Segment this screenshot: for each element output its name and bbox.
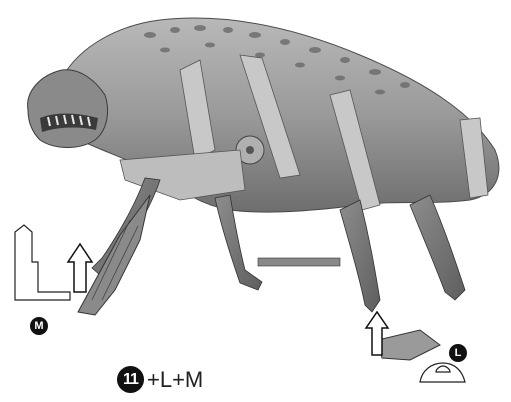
step-indicator: 11 +L+M — [117, 366, 203, 393]
back-leg-right — [410, 195, 465, 300]
part-m-piece — [78, 195, 150, 315]
step-number-badge: 11 — [117, 366, 144, 393]
part-l-piece — [378, 330, 440, 360]
part-m-outline — [15, 225, 70, 300]
arrow-up-icon — [68, 244, 92, 292]
back-leg-left — [340, 200, 380, 312]
base-strip — [258, 258, 340, 266]
part-m-label: M — [30, 317, 48, 335]
part-l-label: L — [449, 344, 467, 362]
step-formula: +L+M — [147, 367, 203, 393]
part-l-outline — [420, 363, 465, 382]
